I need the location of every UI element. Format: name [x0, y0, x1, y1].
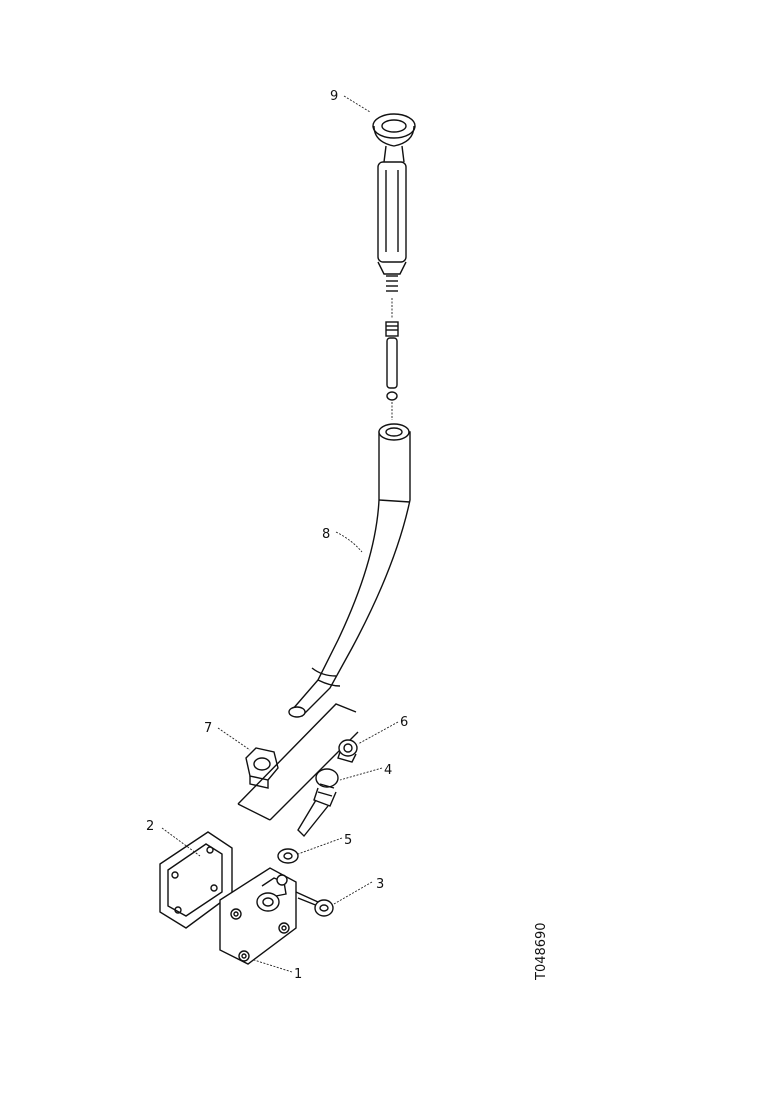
callout-3: 3 [376, 877, 384, 892]
part-1-base-plate [219, 867, 297, 965]
part-6-lock-nut [337, 739, 358, 763]
part-4-ball-joint [297, 768, 339, 838]
reference-code: T048690 [534, 922, 549, 981]
part-8-gear-lever [288, 423, 411, 718]
leader-3 [333, 881, 373, 905]
callout-5: 5 [344, 833, 352, 848]
part-5-washer [277, 848, 299, 864]
leader-1 [253, 959, 293, 973]
callout-6: 6 [400, 715, 408, 730]
leader-4 [339, 767, 383, 781]
part-threaded-stud [385, 298, 399, 420]
part-9-shift-knob [372, 113, 416, 292]
leader-2 [161, 827, 201, 857]
part-3-bolt [295, 891, 334, 917]
leader-9 [343, 95, 371, 113]
callout-2: 2 [146, 819, 154, 834]
leader-5 [297, 837, 343, 855]
callout-7: 7 [204, 721, 212, 736]
callout-4: 4 [384, 763, 392, 778]
leader-6 [357, 721, 399, 745]
callout-9: 9 [330, 89, 338, 104]
leader-8 [335, 531, 363, 553]
leader-7 [217, 727, 251, 751]
callout-1: 1 [294, 967, 302, 982]
callout-8: 8 [322, 527, 330, 542]
